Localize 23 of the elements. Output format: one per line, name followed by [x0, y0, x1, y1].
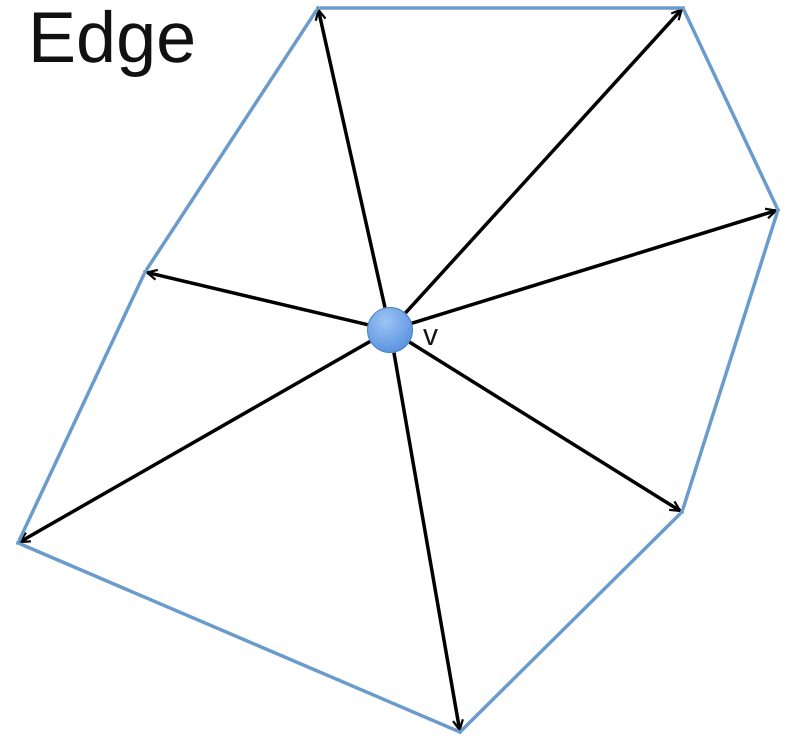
arrow	[314, 8, 387, 308]
polygon-edge	[19, 542, 459, 733]
polygon-edge	[680, 211, 780, 511]
arrow	[404, 8, 683, 314]
polygon-vertex	[143, 270, 147, 274]
polygon-edge	[17, 273, 146, 542]
polygon-vertex	[680, 510, 684, 514]
arrow	[408, 340, 682, 512]
arrow	[18, 340, 371, 544]
polygon-vertex	[776, 208, 780, 212]
polygon-edge	[682, 9, 779, 209]
vertex-label: v	[423, 320, 438, 352]
polygon-vertex	[681, 6, 685, 10]
polygon-edge	[460, 512, 682, 732]
title: Edge	[28, 0, 196, 76]
polygon-vertex	[458, 730, 462, 734]
arrow	[392, 352, 464, 732]
arrow	[411, 208, 778, 325]
polygon-edge	[320, 6, 681, 10]
arrow	[146, 268, 368, 326]
polygon-edge	[144, 8, 318, 272]
polygon-vertex	[316, 6, 320, 10]
polygon-vertex	[16, 541, 20, 545]
